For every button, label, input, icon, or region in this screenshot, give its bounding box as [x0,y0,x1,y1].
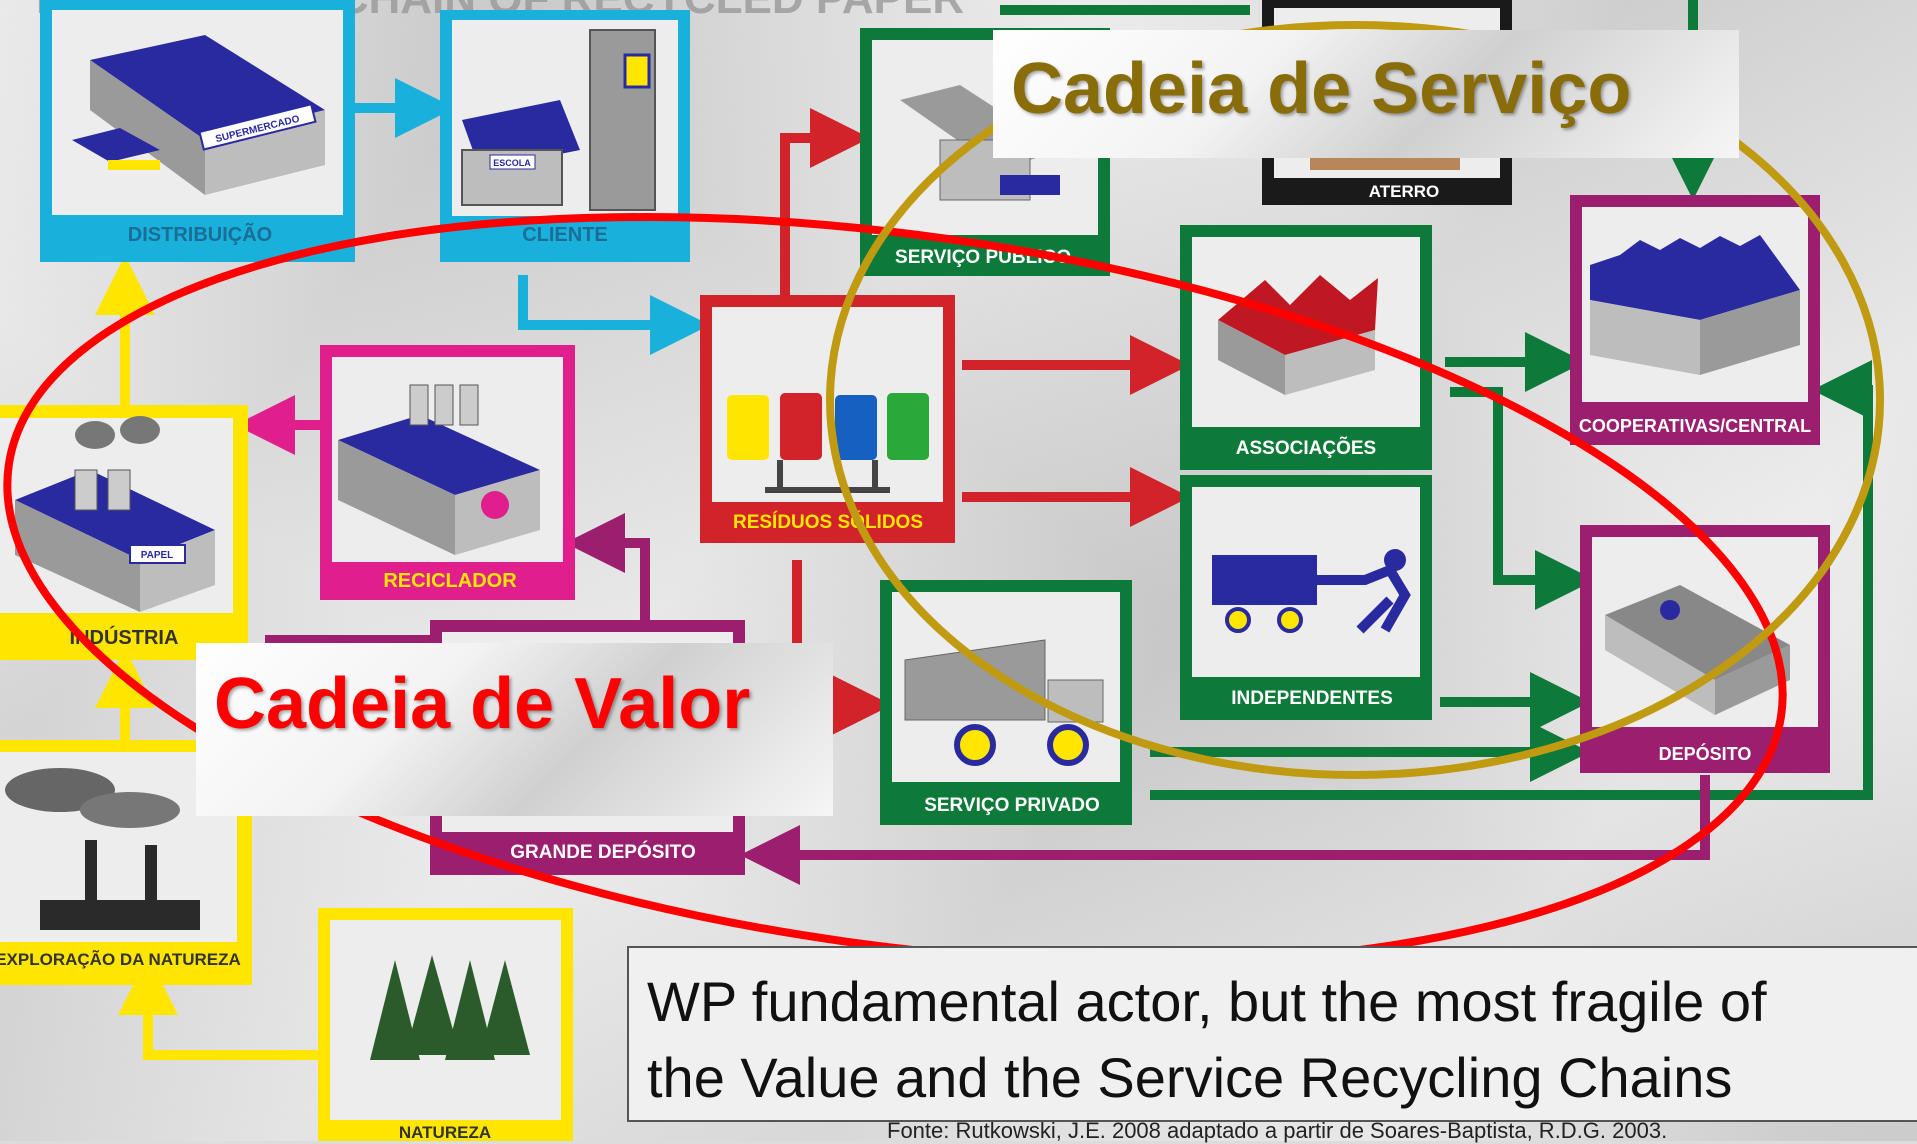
arrow-grande-deposito-reciclador [565,513,650,625]
node-industria: PAPEL INDÚSTRIA [0,405,248,660]
wp-note-line-1: WP fundamental actor, but the most fragi… [647,970,1767,1033]
node-natureza: NATUREZA [318,908,573,1141]
arrow-deposito-grande-deposito [740,775,1710,885]
associacoes-label: ASSOCIAÇÕES [1236,437,1376,459]
node-cooperativas: COOPERATIVAS/CENTRAL [1570,195,1820,445]
arrow-residuos-servico-publico [780,108,870,295]
cooperativas-label: COOPERATIVAS/CENTRAL [1579,416,1811,436]
natureza-label: NATUREZA [399,1123,491,1141]
factory-icon [40,900,200,930]
arrow-deposito-cooperativas [1150,360,1873,800]
distribuicao-label: DISTRIBUIÇÃO [128,223,272,246]
truck-icon [904,639,1046,721]
arrow-natureza-exploracao [118,955,330,1060]
cart-icon [1212,555,1317,605]
cooperativas-roof-icon [1590,235,1800,320]
exploracao-label: EXPLORAÇÃO DA NATUREZA [0,949,241,969]
trees-icon [370,955,530,1060]
wp-note-line-2: the Value and the Service Recycling Chai… [647,1046,1733,1109]
node-deposito: DEPÓSITO [1580,525,1830,773]
reciclador-label: RECICLADOR [383,570,517,592]
supermarket-roof-icon [90,35,325,140]
value-chain-ellipse [3,213,1787,967]
cliente-label: CLIENTE [522,224,608,246]
residuos-solidos-label: RESÍDUOS SÓLIDOS [733,511,923,533]
node-servico-privado: SERVIÇO PRIVADO [880,580,1132,825]
grande-deposito-label: GRANDE DEPÓSITO [510,841,695,863]
independentes-label: INDEPENDENTES [1231,688,1393,709]
servico-privado-label: SERVIÇO PRIVADO [924,795,1100,816]
service-chain-ellipse [826,21,1884,779]
aterro-label: ATERRO [1369,182,1440,201]
flow-arrows [95,0,1873,1060]
node-associacoes: ASSOCIAÇÕES [1180,225,1432,470]
arrow-associacoes-deposito [1450,387,1595,610]
supermarket-wall-icon [205,110,325,195]
escola-text: ESCOLA [493,158,531,168]
node-reciclador: RECICLADOR [320,345,575,600]
service-chain-callout: Cadeia de Serviço [993,30,1739,158]
arrow-cliente-residuos [518,275,710,355]
wp-note-box: WP fundamental actor, but the most fragi… [627,946,1917,1122]
node-independentes: INDEPENDENTES [1180,475,1432,720]
recycling-bins-icon [727,393,929,493]
papel-text: PAPEL [141,550,174,561]
node-distribuicao: SUPERMERCADO DISTRIBUIÇÃO [40,0,355,262]
source-citation: Fonte: Rutkowski, J.E. 2008 adaptado a p… [887,1118,1668,1143]
recycle-icon [481,491,509,519]
deposito-label: DEPÓSITO [1659,743,1752,764]
value-chain-callout: Cadeia de Valor [196,643,833,816]
